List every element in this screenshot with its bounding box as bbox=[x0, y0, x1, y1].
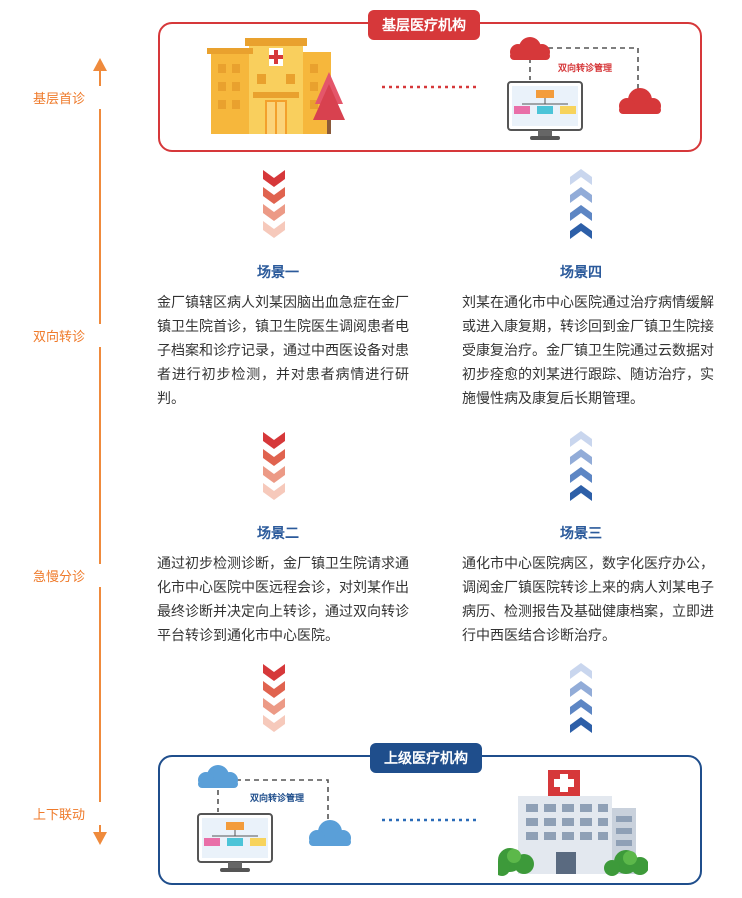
referral-platform-icon bbox=[197, 765, 351, 872]
axis-arrow-down-icon bbox=[93, 832, 107, 845]
scene-four-text: 刘某在通化市中心医院通过治疗病情缓解或进入康复期，转诊回到金厂镇卫生院接受康复治… bbox=[462, 295, 714, 407]
scene-three-text: 通化市中心医院病区，数字化医疗办公，调阅金厂镇医院转诊上来的病人刘某电子病历、检… bbox=[462, 556, 714, 644]
scene-one-title: 场景一 bbox=[257, 265, 299, 281]
down-chevron-stack-icon bbox=[263, 170, 285, 238]
down-chevron-stack-icon bbox=[263, 664, 285, 732]
up-chevron-stack-icon bbox=[570, 663, 592, 733]
top-transfer-management-label: 双向转诊管理 bbox=[558, 64, 613, 74]
axis-label-linkage: 上下联动 bbox=[0, 802, 118, 825]
dotted-connector bbox=[382, 818, 478, 822]
clinic-building-icon bbox=[207, 38, 345, 134]
referral-platform-icon bbox=[507, 37, 661, 140]
axis-arrow-up-icon bbox=[93, 58, 107, 71]
up-chevron-stack-icon bbox=[570, 431, 592, 501]
bottom-transfer-management-label: 双向转诊管理 bbox=[250, 794, 305, 804]
primary-institution-title: 基层医疗机构 bbox=[368, 10, 480, 40]
scene-two-text: 通过初步检测诊断，金厂镇卫生院请求通化市中心医院中医远程会诊，对刘某作出最终诊断… bbox=[157, 556, 409, 644]
up-chevron-stack-icon bbox=[570, 169, 592, 239]
dotted-connector bbox=[382, 85, 478, 89]
axis-label-two-way-referral: 双向转诊 bbox=[0, 324, 118, 347]
hospital-building-icon bbox=[498, 770, 648, 876]
axis-label-triage: 急慢分诊 bbox=[0, 564, 118, 587]
axis-label-primary-care: 基层首诊 bbox=[0, 86, 118, 109]
scene-three-title: 场景三 bbox=[560, 526, 602, 542]
scene-four-title: 场景四 bbox=[560, 265, 602, 281]
axis-line bbox=[99, 68, 101, 840]
higher-institution-title: 上级医疗机构 bbox=[370, 743, 482, 773]
scene-two-title: 场景二 bbox=[257, 526, 299, 542]
down-chevron-stack-icon bbox=[263, 432, 285, 500]
scene-one-text: 金厂镇辖区病人刘某因脑出血急症在金厂镇卫生院首诊，镇卫生院医生调阅患者电子档案和… bbox=[157, 295, 409, 407]
